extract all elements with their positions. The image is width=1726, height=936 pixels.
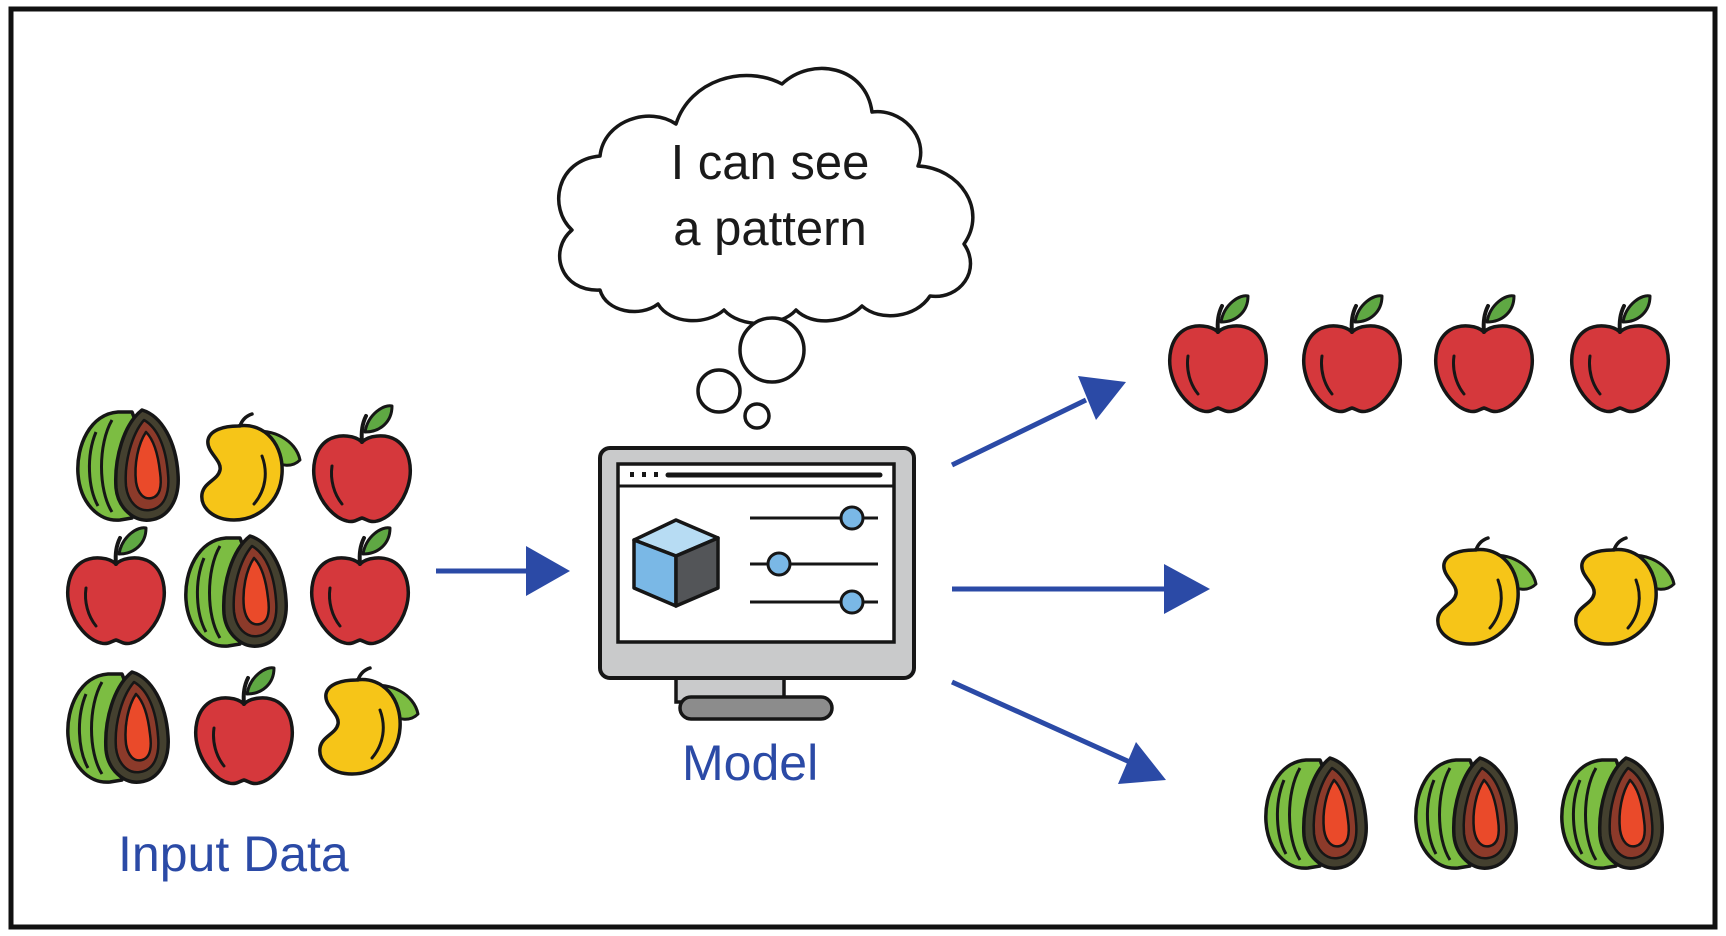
- input-fruit-grid: [65, 403, 420, 786]
- model-to-guavas-arrow: [950, 679, 1166, 784]
- guava-icon: [1560, 756, 1664, 870]
- output-guavas: [1264, 756, 1664, 870]
- model-to-mangoes-arrow: [952, 564, 1210, 614]
- guava-icon: [66, 670, 170, 784]
- model-label: Model: [682, 735, 819, 791]
- thought-cloud-icon: [557, 66, 975, 430]
- guava-icon: [1414, 756, 1518, 870]
- thought-line-1: I can see: [670, 136, 870, 190]
- guava-icon: [184, 534, 288, 648]
- input-data-label: Input Data: [118, 826, 349, 882]
- guava-icon: [1264, 756, 1368, 870]
- input-to-model-arrow: [436, 546, 570, 596]
- guava-icon: [76, 408, 180, 522]
- model-to-apples-arrow: [950, 376, 1126, 468]
- computer-monitor-icon: [598, 446, 916, 721]
- thought-line-2: a pattern: [673, 202, 867, 256]
- thought-bubble-text: I can see a pattern: [560, 130, 980, 262]
